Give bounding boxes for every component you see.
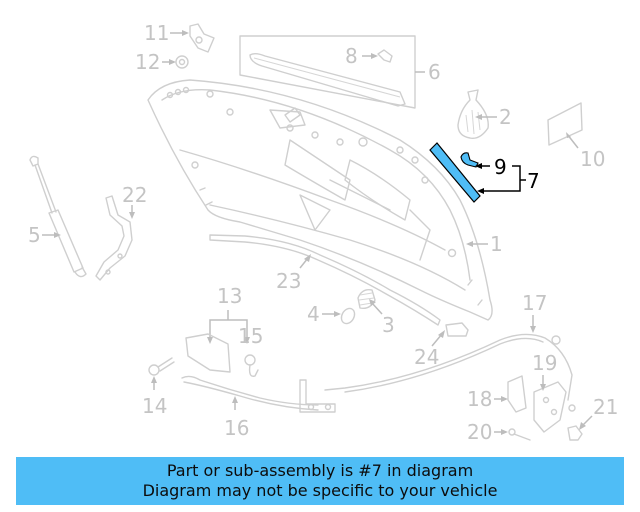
parts-diagram: 1 2 3 4 5 6 8 — [28, 21, 618, 444]
cable-part-16[interactable] — [181, 375, 336, 413]
part-19[interactable] — [533, 381, 567, 433]
callout-label-20: 20 — [467, 420, 492, 444]
callout-label-13: 13 — [217, 284, 242, 308]
highlighted-seal-part-7[interactable] — [429, 142, 481, 203]
callout-label-11: 11 — [144, 21, 169, 45]
part-4[interactable] — [339, 306, 357, 326]
callout-label-12: 12 — [135, 50, 160, 74]
highlighted-clip-part-9[interactable] — [460, 152, 479, 168]
callout-label-19: 19 — [532, 351, 557, 375]
callout-label-18: 18 — [467, 387, 492, 411]
callout-label-5: 5 — [28, 223, 41, 247]
bolt-part-20[interactable] — [508, 428, 531, 441]
callout-label-23: 23 — [276, 269, 301, 293]
callout-label-3: 3 — [382, 313, 395, 337]
banner-line-disclaimer: Diagram may not be specific to your vehi… — [142, 481, 498, 500]
callout-label-7: 7 — [527, 169, 540, 193]
part-15[interactable] — [244, 354, 259, 377]
callout-label-2: 2 — [499, 105, 512, 129]
callout-label-6: 6 — [428, 60, 441, 84]
callout-label-22: 22 — [122, 183, 147, 207]
callout-label-15: 15 — [238, 324, 263, 348]
gas-strut-part-5[interactable] — [29, 155, 87, 278]
hinge-part-22[interactable] — [95, 195, 133, 281]
part-2[interactable] — [457, 89, 489, 139]
callout-label-17: 17 — [522, 291, 547, 315]
banner-line-part-number: Part or sub-assembly is #7 in diagram — [166, 461, 474, 480]
callout-label-8: 8 — [345, 44, 358, 68]
callout-label-21: 21 — [593, 395, 618, 419]
lock-part-13[interactable] — [185, 333, 231, 373]
seal-part-23[interactable] — [209, 234, 441, 326]
part-8[interactable] — [377, 49, 393, 63]
callout-label-9: 9 — [494, 155, 507, 179]
callout-label-24: 24 — [414, 345, 439, 369]
callout-label-1: 1 — [490, 232, 503, 256]
callout-label-4: 4 — [307, 302, 320, 326]
part-10[interactable] — [547, 102, 583, 146]
callout-label-16: 16 — [224, 416, 249, 440]
callout-label-10: 10 — [580, 147, 605, 171]
part-18[interactable] — [507, 375, 527, 413]
hood-panel-part-1[interactable] — [147, 79, 493, 321]
part-11[interactable] — [189, 23, 215, 53]
release-cable-part-17[interactable] — [324, 333, 573, 401]
part-6-assembly-box[interactable] — [239, 35, 416, 109]
bolt-part-14[interactable] — [148, 357, 175, 376]
part-3[interactable] — [357, 288, 376, 310]
part-12[interactable] — [175, 55, 189, 69]
notice-banner: Part or sub-assembly is #7 in diagram Di… — [16, 457, 624, 505]
part-24[interactable] — [445, 322, 469, 337]
callout-label-14: 14 — [142, 394, 167, 418]
part-21[interactable] — [567, 425, 583, 441]
